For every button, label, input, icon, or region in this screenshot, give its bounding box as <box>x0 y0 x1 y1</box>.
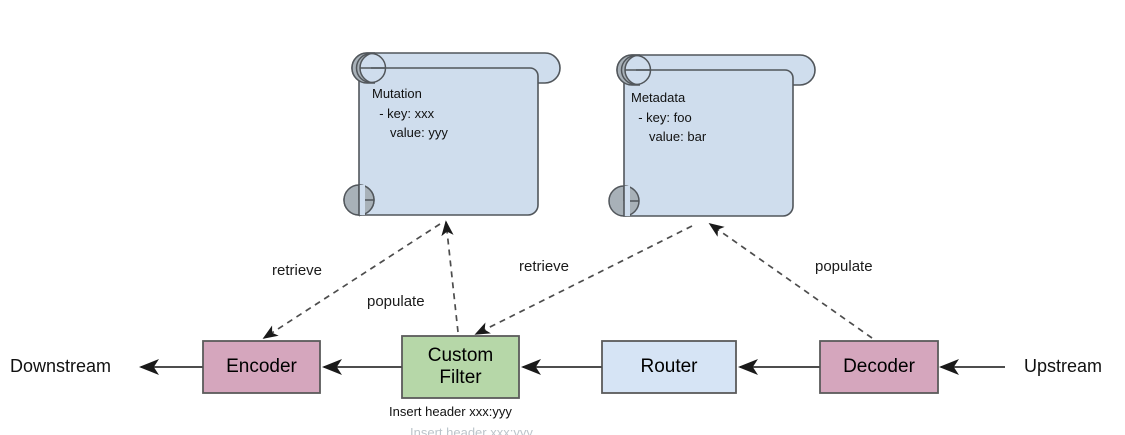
edge-populate-filter-mutation <box>441 220 459 333</box>
caption-filter-insert-header: Insert header xxx:yyy <box>389 404 512 419</box>
caption-filter-insert-header-cut: Insert header xxx:yyy <box>410 425 533 435</box>
edge-retrieve-mutation-encoder <box>262 223 441 339</box>
node-custom-filter-box <box>401 335 520 399</box>
edge-populate-decoder-metadata <box>708 223 873 339</box>
mutation-doc <box>343 52 561 217</box>
node-decoder-box <box>819 340 939 394</box>
mutation-doc-key: - key: xxx <box>372 106 435 121</box>
metadata-doc-key: - key: foo <box>631 110 692 125</box>
mutation-doc-title: Mutation <box>372 86 422 101</box>
metadata-doc-title: Metadata <box>631 90 686 105</box>
edge-label-retrieve-left: retrieve <box>272 262 323 279</box>
edge-retrieve-metadata-filter <box>474 225 693 335</box>
edge-label-populate-right: populate <box>815 258 873 275</box>
mutation-doc-value: value: yyy <box>372 125 448 140</box>
edge-label-populate-left: populate <box>367 293 425 310</box>
metadata-doc-value: value: bar <box>631 129 707 144</box>
metadata-doc <box>608 54 816 217</box>
label-upstream: Upstream <box>1024 356 1103 376</box>
label-downstream: Downstream <box>10 356 112 376</box>
node-router-box <box>601 340 737 394</box>
edge-label-retrieve-right: retrieve <box>519 258 570 275</box>
node-encoder-box <box>202 340 321 394</box>
